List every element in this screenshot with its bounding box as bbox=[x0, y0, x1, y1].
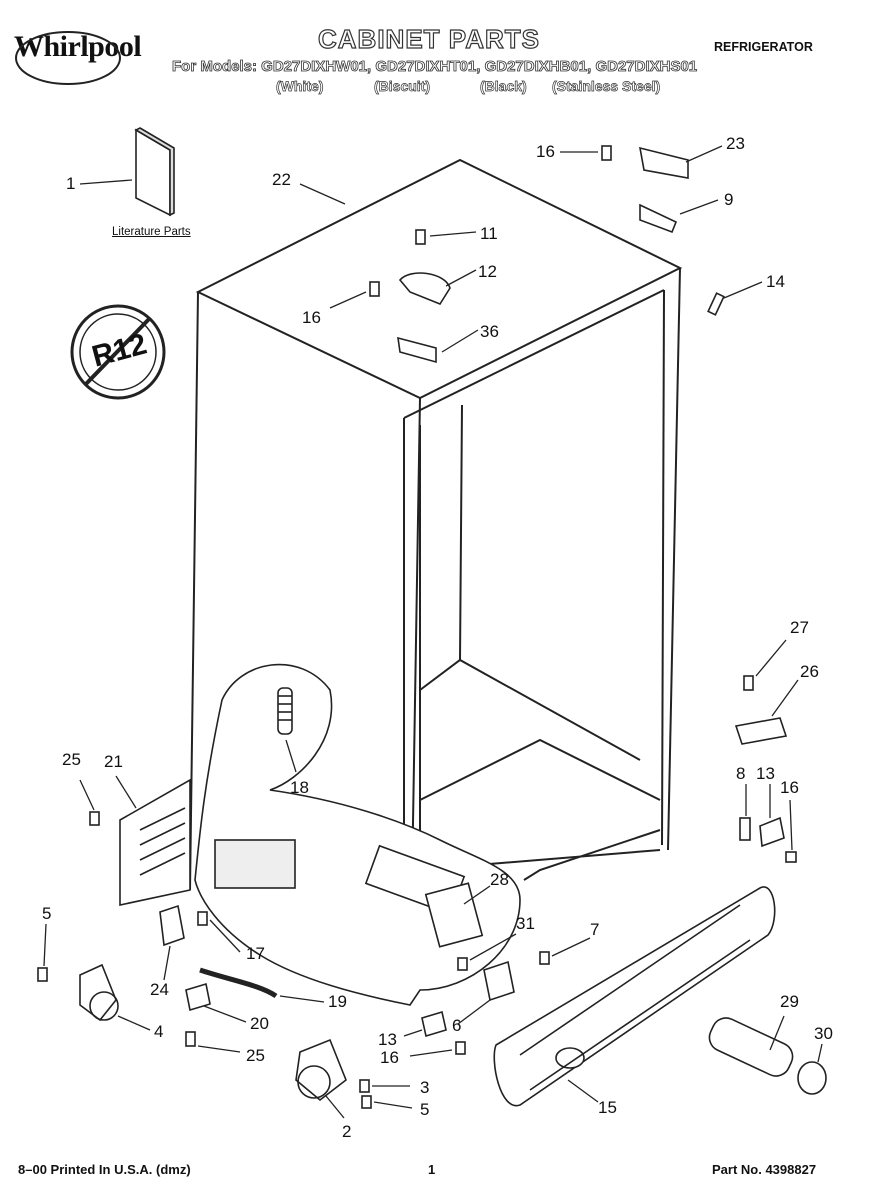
screw-icon bbox=[415, 229, 426, 245]
callout-14: 14 bbox=[766, 272, 785, 291]
callout-20: 20 bbox=[250, 1014, 269, 1033]
page-number: 1 bbox=[428, 1162, 436, 1177]
callout-25: 25 bbox=[62, 750, 81, 769]
callout-13: 13 bbox=[756, 764, 775, 783]
hinge-cover-icon bbox=[638, 146, 689, 179]
callout-18: 18 bbox=[290, 778, 309, 797]
water-filter-icon bbox=[708, 1017, 794, 1077]
callout-11: 11 bbox=[480, 224, 498, 243]
callout-26: 26 bbox=[800, 662, 819, 681]
callout-16d: 16 bbox=[380, 1048, 399, 1067]
callout-23: 23 bbox=[726, 134, 745, 153]
rear-access-grille bbox=[119, 778, 191, 906]
callout-2: 2 bbox=[342, 1122, 352, 1141]
toe-grille bbox=[493, 886, 776, 1107]
callout-16: 16 bbox=[536, 142, 555, 161]
color-white: (White) bbox=[276, 78, 324, 95]
callout-13b: 13 bbox=[378, 1030, 397, 1049]
coil-spring-icon bbox=[277, 687, 293, 735]
model-list: For Models: GD27DIXHW01, GD27DIXHT01, GD… bbox=[172, 58, 698, 76]
callout-16b: 16 bbox=[302, 308, 321, 327]
callout-3: 3 bbox=[420, 1078, 430, 1097]
callout-21: 21 bbox=[104, 752, 123, 771]
callout-31: 31 bbox=[516, 914, 535, 933]
hinge-cover-left-icon bbox=[398, 272, 451, 305]
callout-7: 7 bbox=[590, 920, 600, 939]
color-black: (Black) bbox=[480, 78, 527, 95]
callout-36: 36 bbox=[480, 322, 499, 341]
callout-28: 28 bbox=[490, 870, 509, 889]
callout-17: 17 bbox=[246, 944, 265, 963]
filter-cap-icon bbox=[797, 1061, 827, 1095]
callout-27: 27 bbox=[790, 618, 809, 637]
callout-5b: 5 bbox=[420, 1100, 430, 1119]
callout-16c: 16 bbox=[780, 778, 799, 797]
callout-5: 5 bbox=[42, 904, 52, 923]
callout-15: 15 bbox=[598, 1098, 617, 1117]
callout-22: 22 bbox=[272, 170, 291, 189]
callout-6: 6 bbox=[452, 1016, 462, 1035]
part-number: Part No. 4398827 bbox=[712, 1162, 817, 1177]
logo-swoosh-icon bbox=[15, 31, 121, 85]
callout-24: 24 bbox=[150, 980, 169, 999]
appliance-category: REFRIGERATOR bbox=[714, 40, 813, 54]
page-title: CABINET PARTS bbox=[317, 23, 540, 54]
print-info: 8–00 Printed In U.S.A. (dmz) bbox=[18, 1162, 191, 1177]
callout-30: 30 bbox=[814, 1024, 833, 1043]
no-r12-badge-icon bbox=[70, 304, 166, 400]
front-roller-icon bbox=[79, 963, 119, 1022]
machine-compartment bbox=[194, 663, 521, 1006]
callout-29: 29 bbox=[780, 992, 799, 1011]
bottom-hinge-icon bbox=[734, 717, 788, 745]
color-stainless: (Stainless Steel) bbox=[552, 78, 661, 95]
rear-roller-icon bbox=[295, 1038, 347, 1102]
callout-1: 1 bbox=[66, 174, 76, 193]
literature-parts-label: Literature Parts bbox=[112, 226, 191, 238]
callout-9: 9 bbox=[724, 190, 734, 209]
callout-4: 4 bbox=[154, 1022, 164, 1041]
callout-25b: 25 bbox=[246, 1046, 265, 1065]
hinge-left-icon bbox=[397, 336, 437, 364]
callout-19: 19 bbox=[328, 992, 347, 1011]
color-biscuit: (Biscuit) bbox=[374, 78, 431, 95]
top-hinge-icon bbox=[639, 203, 678, 234]
callout-8: 8 bbox=[736, 764, 746, 783]
callout-12: 12 bbox=[478, 262, 497, 281]
